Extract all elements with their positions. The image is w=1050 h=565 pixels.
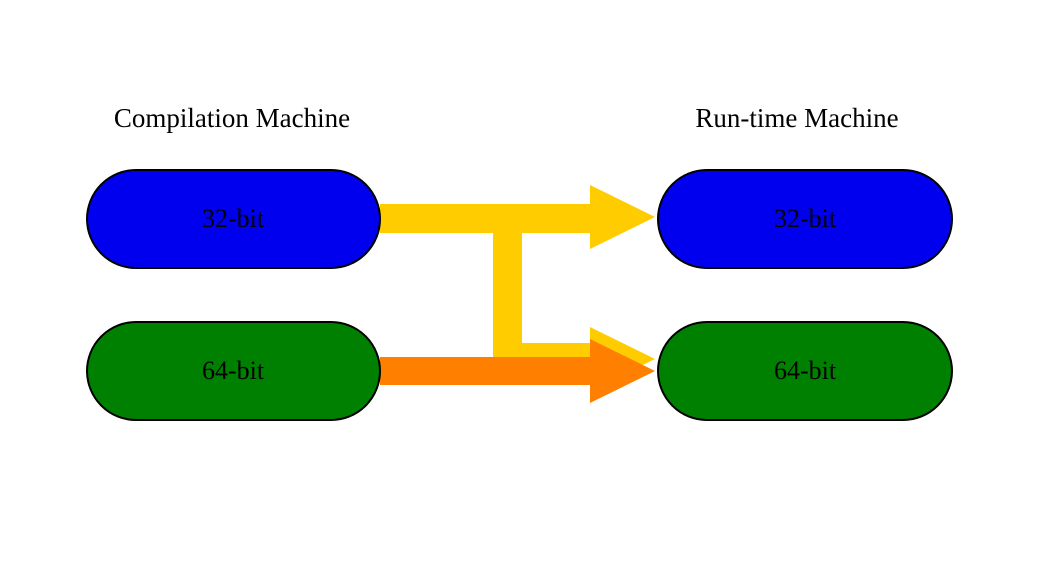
flow-arrow-32bit-fork [380,185,655,391]
node-compile-64[interactable]: 64-bit [86,321,381,421]
node-shape-runtime-32[interactable] [657,169,953,269]
node-runtime-64[interactable]: 64-bit [657,321,953,421]
node-shape-runtime-64[interactable] [657,321,953,421]
node-shape-compile-32[interactable] [86,169,381,269]
column-heading-compilation: Compilation Machine [114,103,350,133]
node-compile-32[interactable]: 32-bit [86,169,381,269]
flow-arrow-64bit-direct [380,339,655,403]
node-label-runtime-32: 32-bit [774,204,837,233]
node-label-compile-64: 64-bit [202,356,265,385]
column-headings: Compilation Machine Run-time Machine [114,103,899,133]
node-runtime-32[interactable]: 32-bit [657,169,953,269]
node-shape-compile-64[interactable] [86,321,381,421]
node-label-runtime-64: 64-bit [774,356,837,385]
flow-arrows [380,185,655,403]
column-heading-runtime: Run-time Machine [695,103,898,133]
node-label-compile-32: 32-bit [202,204,265,233]
